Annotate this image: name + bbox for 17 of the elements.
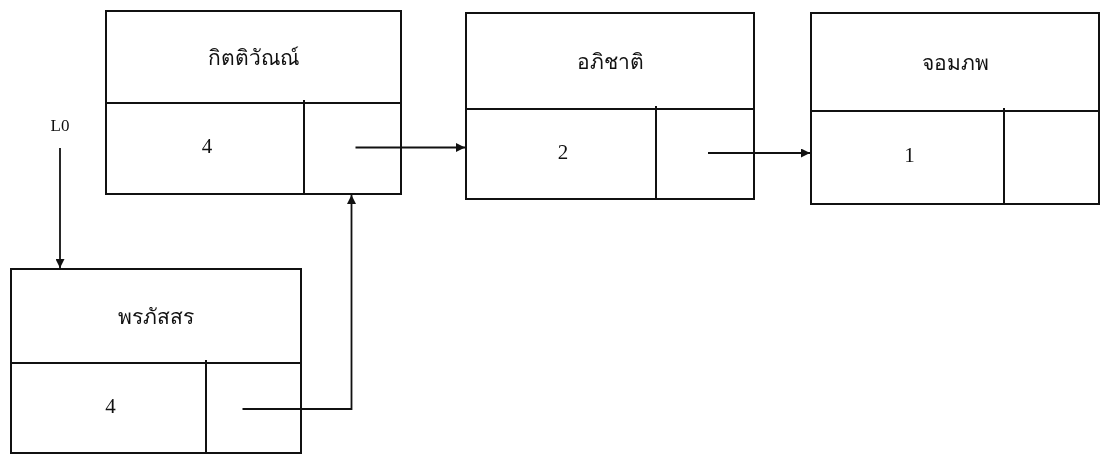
node-value: 1 xyxy=(904,143,915,168)
node-value: 4 xyxy=(201,134,213,159)
arrow xyxy=(241,194,356,410)
arrow xyxy=(707,148,811,158)
list-node-box xyxy=(465,12,755,200)
list-node-box xyxy=(810,12,1100,205)
node-name: พรภัสสร xyxy=(118,303,194,331)
node-name: จอมภพ xyxy=(921,49,989,77)
list-label: L0 xyxy=(50,116,70,136)
list-node-box xyxy=(105,10,402,195)
arrow xyxy=(55,147,65,269)
node-value: 2 xyxy=(557,139,569,165)
node-value: 4 xyxy=(105,393,116,419)
arrow xyxy=(354,143,466,152)
node-name: กิตติวัณณ์ xyxy=(208,44,299,72)
node-name: อภิชาติ xyxy=(576,48,644,76)
list-node-box xyxy=(10,268,302,454)
